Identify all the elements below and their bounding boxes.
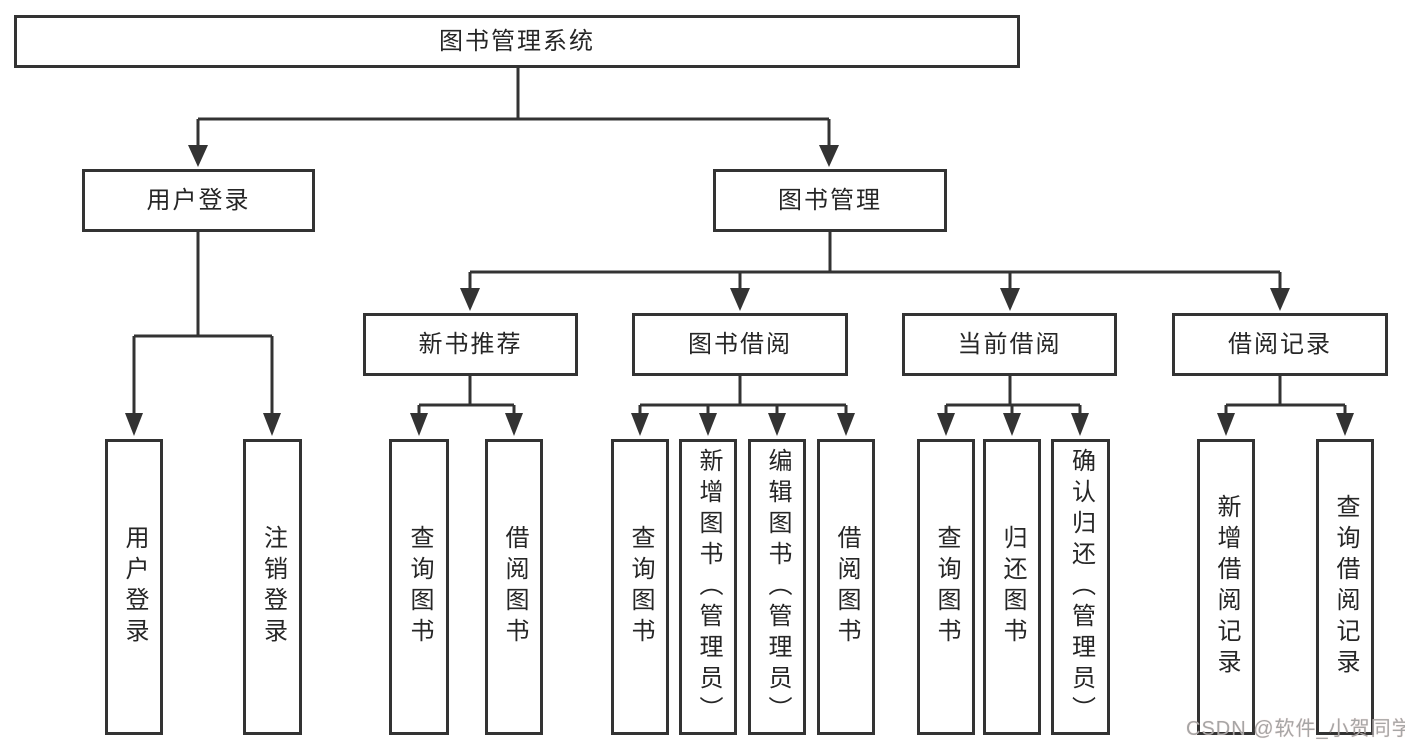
leaf-label: 查询图书 [933,525,960,649]
node-book-management: 图书管理 [713,169,947,232]
leaf-records-add-record: 新增借阅记录 [1197,439,1255,735]
leaf-label: 借阅图书 [501,525,528,649]
leaf-label: 查询图书 [627,525,654,649]
leaf-label: 注销登录 [259,525,287,649]
node-label: 图书管理 [778,186,882,214]
node-library-management-system: 图书管理系统 [14,15,1020,68]
leaf-borrowing-borrow-books: 借阅图书 [817,439,875,735]
node-book-borrowing: 图书借阅 [632,313,848,376]
leaf-borrowing-edit-books-admin: 编辑图书（管理员） [748,439,806,735]
leaf-label: 归还图书 [999,525,1026,649]
leaf-records-query-record: 查询借阅记录 [1316,439,1374,735]
node-borrowing-records: 借阅记录 [1172,313,1388,376]
leaf-label: 确认归还（管理员） [1067,447,1095,727]
leaf-current-return-books: 归还图书 [983,439,1041,735]
leaf-current-confirm-return-admin: 确认归还（管理员） [1051,439,1110,735]
node-label: 用户登录 [146,186,251,214]
leaf-label: 编辑图书（管理员） [764,447,791,727]
node-user-login: 用户登录 [82,169,315,232]
leaf-recommend-query-books: 查询图书 [389,439,449,735]
leaf-logout: 注销登录 [243,439,302,735]
node-label: 图书借阅 [688,330,792,358]
leaf-borrowing-query-books: 查询图书 [611,439,669,735]
leaf-label: 新增借阅记录 [1213,494,1240,680]
leaf-label: 用户登录 [121,525,148,649]
leaf-label: 新增图书（管理员） [695,447,722,727]
node-label: 图书管理系统 [439,27,595,55]
node-new-book-recommend: 新书推荐 [363,313,578,376]
node-label: 借阅记录 [1228,330,1332,358]
leaf-borrowing-add-books-admin: 新增图书（管理员） [679,439,737,735]
csdn-watermark: CSDN @软件_小贺同学 [1186,718,1405,740]
leaf-user-login: 用户登录 [105,439,163,735]
node-label: 新书推荐 [418,330,523,358]
leaf-label: 借阅图书 [833,525,860,649]
leaf-label: 查询图书 [406,525,433,649]
leaf-current-query-books: 查询图书 [917,439,975,735]
leaf-recommend-borrow-books: 借阅图书 [485,439,543,735]
node-current-borrowing: 当前借阅 [902,313,1117,376]
leaf-label: 查询借阅记录 [1332,494,1359,680]
node-label: 当前借阅 [957,330,1062,358]
